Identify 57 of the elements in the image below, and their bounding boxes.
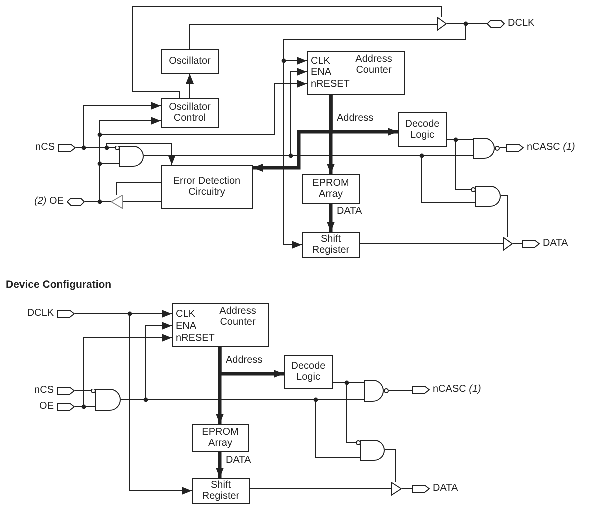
signal-label: OE — [40, 402, 54, 412]
bus-arrow — [218, 347, 284, 378]
function-block — [192, 424, 249, 452]
edge-label: Address — [337, 114, 374, 124]
bus-arrow — [327, 204, 335, 232]
function-block — [192, 478, 250, 504]
edge-label: Address — [226, 356, 263, 366]
signal-label: (2) OE — [34, 197, 64, 207]
edge-label: DATA — [226, 456, 252, 466]
block-label: Oscillator — [169, 56, 211, 67]
function-block — [302, 174, 360, 204]
wire — [250, 488, 392, 490]
port-label: nRESET — [311, 79, 350, 90]
function-block — [161, 98, 219, 128]
wire — [74, 390, 92, 392]
port-label: nRESET — [176, 333, 215, 344]
signal-label: DATA — [543, 239, 568, 249]
block-label: EPROM Array — [312, 178, 350, 200]
diagram-title: Device Configuration — [6, 279, 112, 291]
block-label: Address Counter — [218, 306, 258, 328]
block-label: Decode Logic — [290, 361, 327, 383]
signal-label: nCS — [36, 143, 55, 153]
function-block — [398, 112, 447, 147]
wire — [500, 196, 508, 238]
port-label: ENA — [311, 67, 332, 78]
signal-label: DCLK — [27, 309, 54, 319]
arrow — [186, 74, 194, 98]
wire — [116, 182, 162, 196]
block-label: Shift Register — [311, 234, 351, 256]
signal-label: nCASC (1) — [433, 385, 482, 395]
function-block — [284, 355, 333, 389]
function-block — [161, 165, 253, 209]
wire — [402, 488, 412, 490]
block-label: Oscillator Control — [168, 102, 212, 124]
port-label: ENA — [176, 321, 197, 332]
block-label: Error Detection Circuitry — [172, 176, 242, 198]
wire — [384, 450, 396, 482]
function-block — [307, 51, 405, 95]
block-label: Decode Logic — [404, 118, 441, 140]
block-label: Shift Register — [201, 480, 241, 502]
bus-arrow — [216, 452, 224, 478]
function-block — [172, 303, 269, 347]
function-block — [161, 49, 219, 74]
signal-label: DCLK — [508, 19, 535, 29]
block-label: Address Counter — [354, 54, 394, 76]
block-label: EPROM Array — [201, 427, 240, 449]
signal-label: nCASC (1) — [527, 143, 576, 153]
wire — [388, 390, 412, 392]
wire — [132, 6, 442, 98]
edge-label: DATA — [337, 207, 362, 217]
wire — [190, 24, 438, 50]
port-label: CLK — [311, 56, 330, 67]
signal-label: DATA — [433, 484, 458, 494]
port-label: CLK — [176, 309, 196, 320]
signal-label: nCS — [34, 386, 54, 396]
function-block — [302, 232, 360, 258]
bus-arrow — [253, 95, 333, 172]
